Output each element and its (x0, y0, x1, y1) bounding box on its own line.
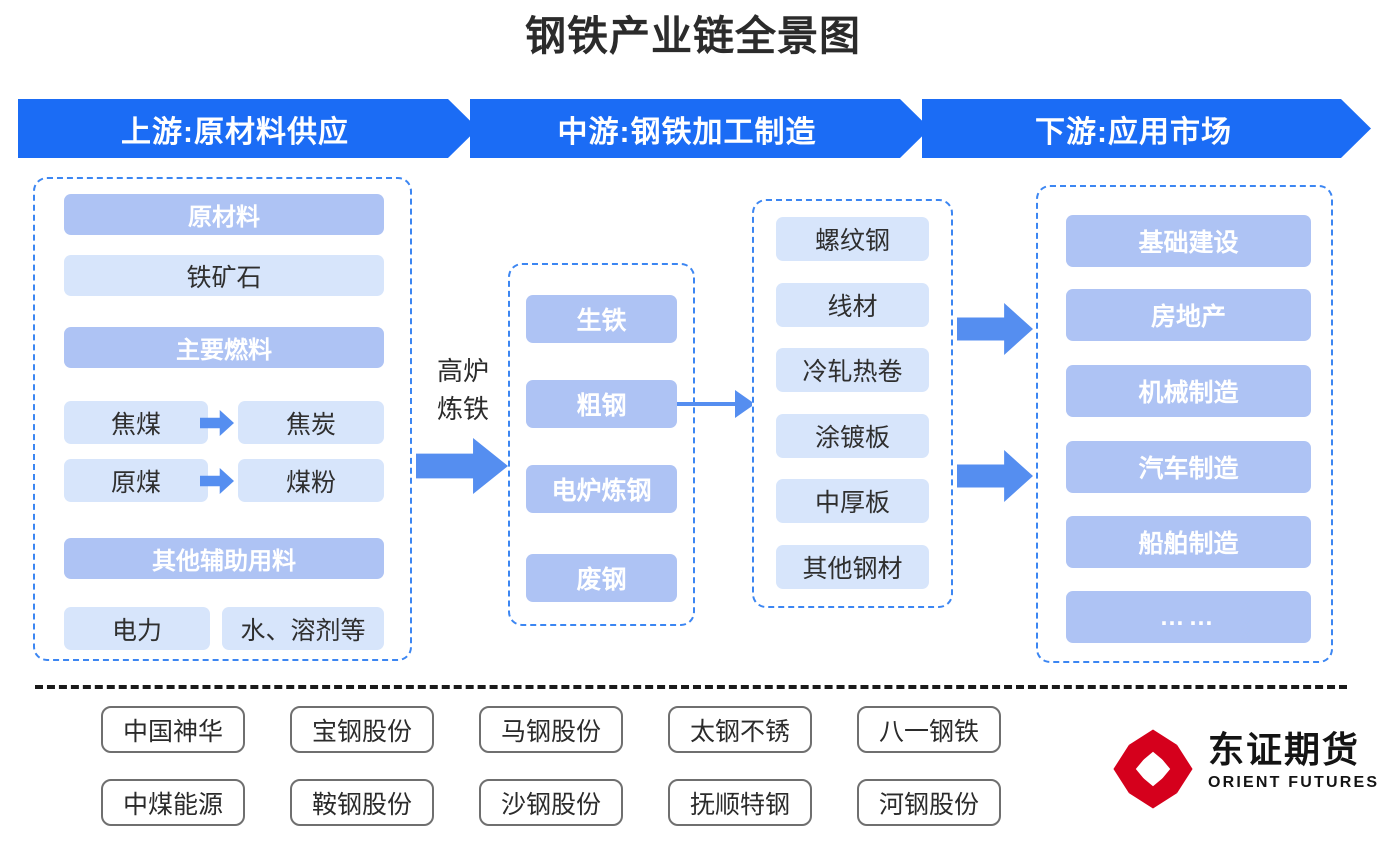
company-chip[interactable]: 中国神华 (101, 706, 245, 753)
connector-line-crude-to-products (677, 402, 739, 406)
chip-rebar: 螺纹钢 (776, 217, 929, 261)
chip-other-steel: 其他钢材 (776, 545, 929, 589)
company-chip[interactable]: 抚顺特钢 (668, 779, 812, 826)
company-chip[interactable]: 八一钢铁 (857, 706, 1001, 753)
chip-infrastructure: 基础建设 (1066, 215, 1311, 267)
brand-logo: 东证期货 ORIENT FUTURES (1110, 722, 1380, 818)
arrow-right-icon-upstream-to-midstream (416, 438, 508, 494)
chip-more-ellipsis: …… (1066, 591, 1311, 643)
arrow-right-icon-products-to-automotive (957, 450, 1033, 502)
label-blast-furnace-line2: 炼铁 (436, 394, 489, 424)
chip-eaf-steelmaking: 电炉炼钢 (526, 465, 677, 513)
banner-upstream: 上游:原材料供应 (18, 99, 478, 158)
chip-raw-coal: 原煤 (64, 459, 208, 502)
chip-crude-steel: 粗钢 (526, 380, 677, 428)
section-divider (35, 685, 1347, 689)
chip-raw-material-header: 原材料 (64, 194, 384, 235)
chip-scrap-steel: 废钢 (526, 554, 677, 602)
chip-main-fuel-header: 主要燃料 (64, 327, 384, 368)
chip-pulverized-coal: 煤粉 (238, 459, 384, 502)
chip-electricity: 电力 (64, 607, 210, 650)
chip-wire-rod: 线材 (776, 283, 929, 327)
chip-cold-hot-rolled: 冷轧热卷 (776, 348, 929, 392)
orient-futures-pinwheel-icon (1113, 729, 1193, 809)
chip-water-solvent: 水、溶剂等 (222, 607, 384, 650)
chip-shipbuilding: 船舶制造 (1066, 516, 1311, 568)
chip-coke: 焦炭 (238, 401, 384, 444)
chip-real-estate: 房地产 (1066, 289, 1311, 341)
company-chip[interactable]: 鞍钢股份 (290, 779, 434, 826)
banner-downstream: 下游:应用市场 (922, 99, 1371, 158)
logo-name-cn: 东证期货 (1208, 729, 1361, 770)
company-chip[interactable]: 中煤能源 (101, 779, 245, 826)
logo-wordmark: 东证期货 ORIENT FUTURES (1208, 728, 1380, 794)
banner-midstream: 中游:钢铁加工制造 (470, 99, 930, 158)
company-chip[interactable]: 河钢股份 (857, 779, 1001, 826)
chip-pig-iron: 生铁 (526, 295, 677, 343)
company-chip[interactable]: 沙钢股份 (479, 779, 623, 826)
arrow-right-icon-products-to-infrastructure (957, 303, 1033, 355)
label-blast-furnace-ironmaking: 高炉炼铁 (415, 352, 511, 428)
company-chip[interactable]: 太钢不锈 (668, 706, 812, 753)
page-title: 钢铁产业链全景图 (525, 13, 861, 59)
steel-products-group-box (752, 199, 953, 608)
chip-coated-plate: 涂镀板 (776, 414, 929, 458)
label-blast-furnace-line1: 高炉 (436, 356, 489, 386)
company-chip[interactable]: 宝钢股份 (290, 706, 434, 753)
logo-name-en: ORIENT FUTURES (1208, 774, 1380, 791)
chip-automotive-manufacturing: 汽车制造 (1066, 441, 1311, 493)
company-list: 中国神华 宝钢股份 马钢股份 太钢不锈 八一钢铁 中煤能源 鞍钢股份 沙钢股份 … (101, 706, 1021, 830)
chip-machinery-manufacturing: 机械制造 (1066, 365, 1311, 417)
chip-iron-ore: 铁矿石 (64, 255, 384, 296)
chip-coking-coal: 焦煤 (64, 401, 208, 444)
chip-medium-thick-plate: 中厚板 (776, 479, 929, 523)
chip-other-auxiliary-header: 其他辅助用料 (64, 538, 384, 579)
company-chip[interactable]: 马钢股份 (479, 706, 623, 753)
